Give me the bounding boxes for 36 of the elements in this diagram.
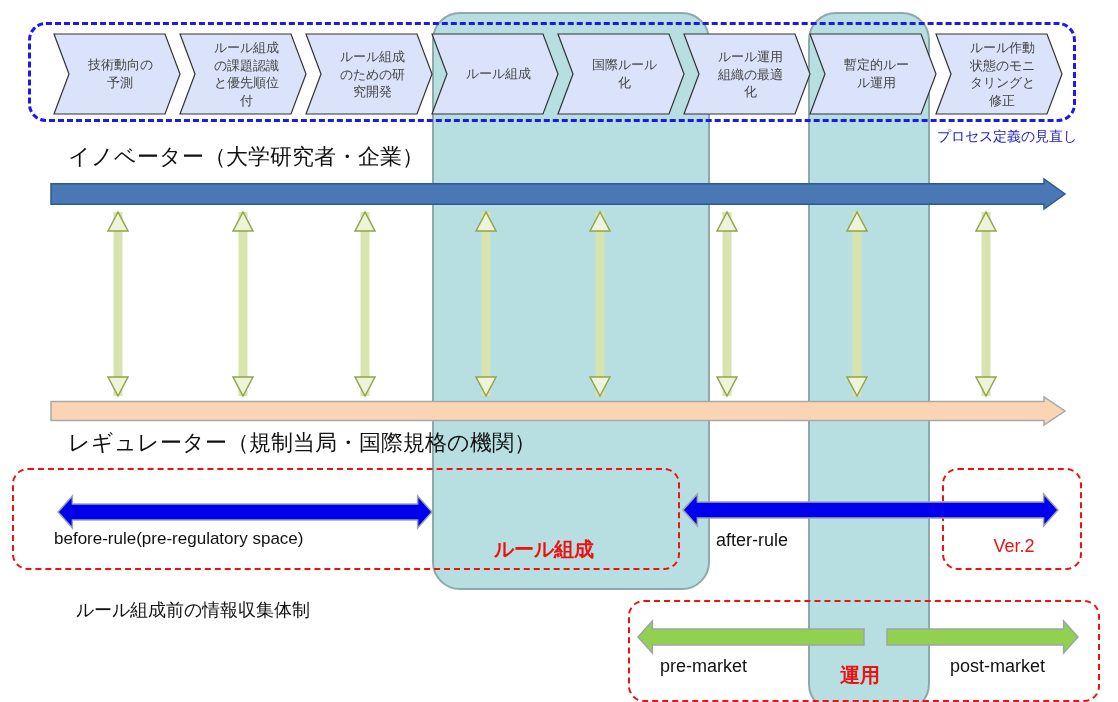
step-label: 暫定的ルール運用 bbox=[842, 56, 910, 92]
step-label: ルール運用組織の最適化 bbox=[716, 47, 784, 101]
step-label: ルール組成 bbox=[464, 65, 532, 83]
version-label: Ver.2 bbox=[992, 535, 1036, 558]
double-arrow bbox=[232, 211, 254, 397]
group-heading: プロセス定義の見直し bbox=[937, 127, 1078, 146]
double-arrow bbox=[107, 211, 129, 397]
region-label: pre-market bbox=[660, 655, 749, 678]
chevron-step bbox=[935, 33, 1063, 115]
chevron-step bbox=[305, 33, 433, 115]
step-label: 技術動向の予測 bbox=[86, 56, 154, 92]
chevron-step bbox=[53, 33, 181, 115]
dashed-region bbox=[12, 468, 680, 570]
phase-label: ルール組成 bbox=[494, 537, 595, 562]
region-label: before-rule(pre-regulatory space) bbox=[54, 528, 305, 550]
region-label: after-rule bbox=[716, 530, 789, 551]
phase-label: 運用 bbox=[840, 663, 881, 688]
double-arrow bbox=[846, 211, 868, 397]
step-label: ルール組成のための研究開発 bbox=[338, 47, 406, 101]
arrow-bar bbox=[50, 142, 1066, 212]
chevron-step bbox=[179, 33, 307, 115]
chevron-step bbox=[683, 33, 811, 115]
double-arrow bbox=[975, 211, 997, 397]
double-arrow bbox=[475, 211, 497, 397]
chevron-step bbox=[809, 33, 937, 115]
double-arrow bbox=[589, 211, 611, 397]
dashed-region bbox=[628, 600, 1100, 702]
caption-text: ルール組成前の情報収集体制 bbox=[76, 599, 310, 622]
step-label: ルール組成の課題認識と優先順位付 bbox=[212, 38, 280, 110]
double-arrow bbox=[716, 211, 738, 397]
bar-label: イノベーター（大学研究者・企業） bbox=[68, 143, 425, 171]
bar-label: レギュレーター（規制当局・国際規格の機関） bbox=[68, 429, 537, 457]
step-label: 国際ルール化 bbox=[590, 56, 658, 92]
step-label: ルール作動状態のモニタリングと修正 bbox=[968, 38, 1036, 110]
region-label: post-market bbox=[950, 655, 1047, 678]
double-arrow bbox=[354, 211, 376, 397]
